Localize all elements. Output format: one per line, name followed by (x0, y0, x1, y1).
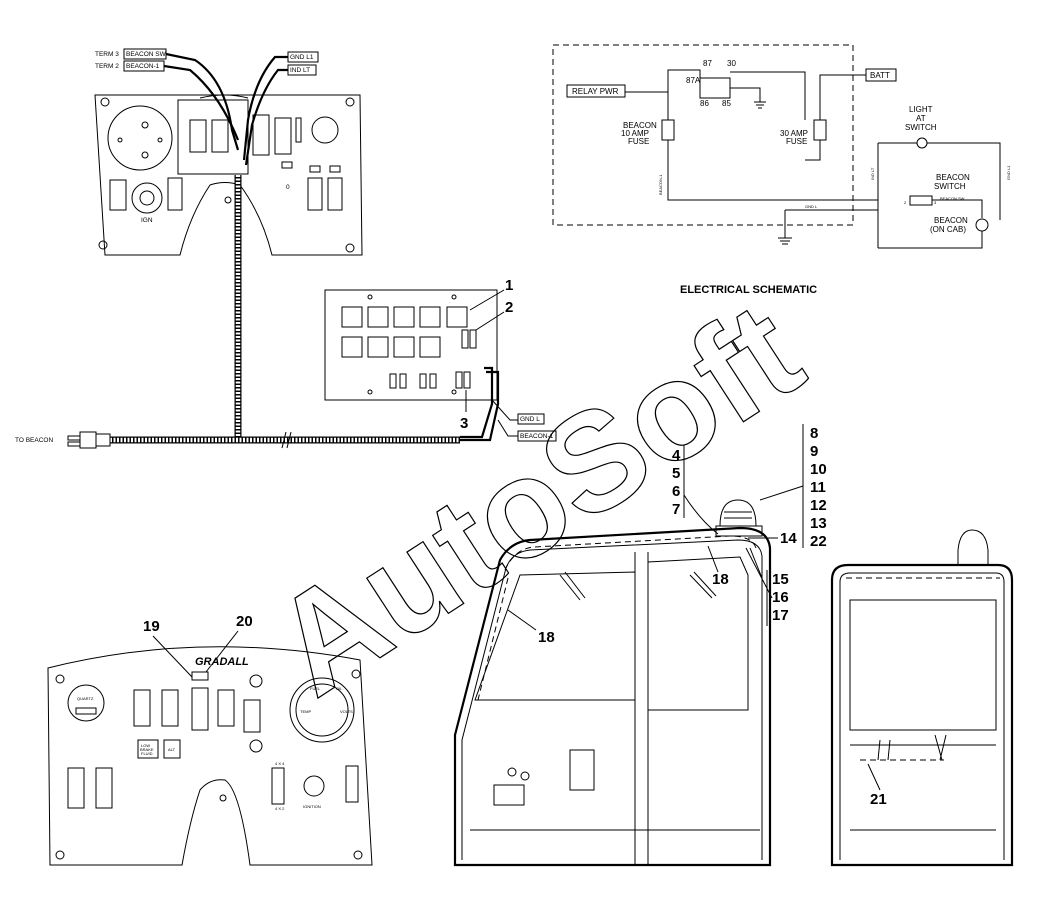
beacon-fuse-line1: BEACON (623, 121, 657, 130)
callout-12: 12 (810, 497, 827, 514)
low-brake-line1: LOW (141, 743, 150, 748)
sw-pin2: 2 (904, 200, 907, 205)
callout-15: 15 (772, 571, 789, 588)
wire-ind-lt: IND LT (870, 167, 875, 180)
callout-2: 2 (505, 299, 513, 316)
sw-pin3: 3 (934, 200, 937, 205)
wire-harness: TO BEACON GND L BEACON-1 (15, 175, 557, 449)
callout-6: 6 (672, 483, 680, 500)
callout-18-top: 18 (712, 571, 729, 588)
pin86: 86 (700, 99, 709, 108)
callout-13: 13 (810, 515, 827, 532)
callout-8: 8 (810, 425, 818, 442)
relay-pwr-label: RELAY PWR (572, 87, 619, 96)
callout-9: 9 (810, 443, 818, 460)
low-brake-line3: FLUID (141, 751, 153, 756)
batt-label: BATT (870, 71, 890, 80)
beacon-on-cab-line1: BEACON (934, 216, 968, 225)
gradall-brand: GRADALL (195, 656, 249, 668)
beacon-sw-wire: BEACON SW (940, 196, 965, 201)
term2-label: TERM 2 (95, 63, 119, 70)
quartz-label: QUARTZ (77, 696, 94, 701)
to-beacon-label: TO BEACON (15, 437, 53, 444)
pin85: 85 (722, 99, 731, 108)
four-by-two-label: 4 X 2 (275, 806, 285, 811)
callout-11: 11 (810, 479, 826, 496)
gauge-oil: OIL (336, 686, 343, 691)
relay-pwr-tag (566, 84, 626, 98)
pin30: 30 (727, 59, 736, 68)
cab-side-view (453, 499, 772, 867)
upper-dash-wire-labels: TERM 3 BEACON SW TERM 2 BEACON-1 GND L1 … (95, 48, 319, 166)
gauge-temp: TEMP (300, 709, 311, 714)
gauge-fuel: FUEL (310, 686, 321, 691)
callout-17: 17 (772, 607, 789, 624)
gnd-l-tag (517, 413, 545, 425)
wire-gnd-l1: GND L1 (1006, 165, 1011, 180)
callout-7: 7 (672, 501, 680, 518)
upper-dash-panel: IGN 0 (94, 94, 363, 256)
relay-row-top (341, 306, 468, 328)
beacon1-harness-tag (517, 430, 557, 442)
beacon-sw-tag-text: BEACON SW (126, 51, 167, 58)
beacon-fuse-line2: 10 AMP (621, 129, 649, 138)
beacon-switch-line1: BEACON (936, 173, 970, 182)
alt-label: ALT (168, 747, 176, 752)
callouts-panel: 1 2 3 (460, 277, 513, 432)
pin87a: 87A (686, 76, 701, 85)
main-fuse-line2: FUSE (786, 137, 807, 146)
beacon-fuse-line3: FUSE (628, 137, 649, 146)
wire-gnd-l: GND L (805, 204, 818, 209)
ind-lt-tag-text: IND LT (290, 67, 310, 74)
callout-14: 14 (780, 530, 797, 547)
main-fuse-line1: 30 AMP (780, 129, 808, 138)
callout-4: 4 (672, 447, 681, 464)
term3-label: TERM 3 (95, 51, 119, 58)
beacon1-tag-text: BEACON-1 (126, 63, 160, 70)
gauge-volts: VOLTS (340, 709, 353, 714)
cab-rear-view: 21 (830, 529, 1014, 867)
schematic-title: ELECTRICAL SCHEMATIC (680, 284, 817, 296)
relay-row-bottom (341, 336, 441, 358)
cab-callouts: 4 5 6 7 8 9 10 11 12 13 22 14 15 16 17 1… (507, 424, 827, 646)
gnd-l-tag-text: GND L (520, 416, 540, 423)
light-line1: LIGHT (909, 105, 933, 114)
watermark: AutoSoft (245, 271, 827, 726)
callout-5: 5 (672, 465, 680, 482)
ign-label: IGN (141, 217, 153, 224)
light-line2: AT (916, 114, 926, 123)
callout-16: 16 (772, 589, 789, 606)
callout-18-side: 18 (538, 629, 555, 646)
callout-19: 19 (143, 618, 160, 635)
watermark-text: AutoSoft (246, 272, 827, 726)
dash-zero-label: 0 (286, 184, 290, 191)
gnd-l1-tag-text: GND L1 (290, 54, 314, 61)
beacon1-harness-tag-text: BEACON-1 (520, 433, 554, 440)
beacon-switch-line2: SWITCH (934, 182, 966, 191)
light-line3: SWITCH (905, 123, 937, 132)
wire-beacon1: BEACON-1 (658, 174, 663, 195)
four-by-four-label: 4 X 4 (275, 761, 285, 766)
relay-fuse-panel (324, 289, 498, 401)
beacon-on-cab-line2: (ON CAB) (930, 225, 966, 234)
callout-1: 1 (505, 277, 513, 294)
pin87: 87 (703, 59, 712, 68)
callout-3: 3 (460, 415, 468, 432)
callout-10: 10 (810, 461, 827, 478)
electrical-schematic: RELAY PWR 87 30 87A 86 85 BATT 30 AMP FU… (552, 44, 1011, 296)
callout-21: 21 (870, 791, 887, 808)
lower-dash-panel: GRADALL QUARTZ LOW BRAKE FLUID ALT FUEL … (47, 613, 373, 866)
low-brake-line2: BRAKE (140, 747, 154, 752)
ignition-label: IGNITION (303, 804, 321, 809)
callout-22: 22 (810, 533, 827, 550)
callout-20: 20 (236, 613, 253, 630)
